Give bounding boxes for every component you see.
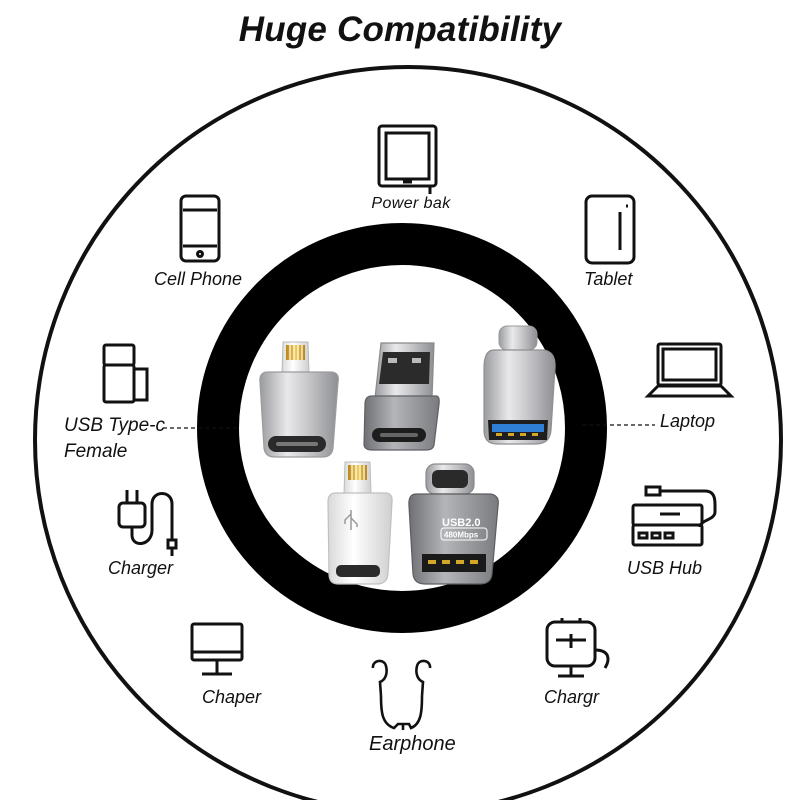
device-label-usb-type-c-female: USB Type-c Female [64, 415, 166, 462]
cell-phone-icon [179, 194, 221, 263]
device-label-tablet: Tablet [584, 269, 633, 289]
device-label-earphone: Earphone [369, 733, 456, 755]
device-label-laptop: Laptop [660, 411, 716, 431]
device-label-chargr: Chargr [544, 687, 600, 707]
usb-a-to-usb-c-adapter-icon [363, 342, 440, 451]
usb-c-female-icon [102, 343, 149, 404]
device-label-power-bank: Power bak [371, 195, 451, 212]
lightning-to-usb-c-adapter-icon [259, 341, 339, 458]
lightning-to-micro-usb-adapter-icon [327, 461, 393, 585]
page-title: Huge Compatibility [238, 10, 562, 49]
power-bank-icon [584, 194, 636, 265]
charger-icon [117, 490, 178, 556]
monitor-icon [190, 622, 244, 676]
earphone-icon [371, 659, 432, 730]
device-label-usb-hub: USB Hub [627, 558, 703, 578]
usb-c-to-usb-a-adapter-icon [483, 325, 556, 445]
tablet-device-icon [377, 124, 438, 194]
device-label-cell-phone: Cell Phone [154, 269, 243, 289]
black-ring [197, 223, 607, 633]
otg-label-line2: 480Mbps [444, 531, 479, 540]
otg-label-line1: USB2.0 [442, 517, 481, 529]
imac-icon [545, 618, 610, 678]
device-label-chaper: Chaper [202, 687, 262, 707]
usb-c-otg-adapter-icon: USB2.0 480Mbps [408, 463, 499, 585]
laptop-icon [644, 342, 735, 398]
device-label-charger: Charger [108, 558, 174, 578]
outer-circle [33, 65, 783, 800]
usb-hub-icon [631, 485, 717, 547]
